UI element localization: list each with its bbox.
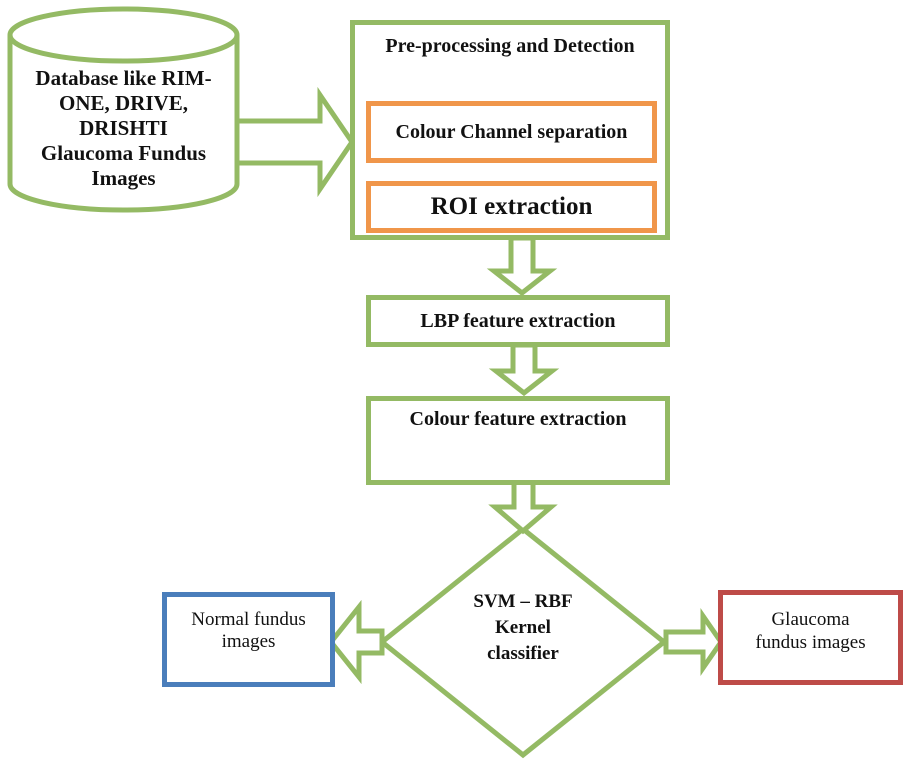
database-cylinder-shape [7, 6, 240, 213]
arrow-database-to-preprocessing [234, 86, 356, 198]
arrow-classifier-to-glaucoma [663, 607, 725, 677]
colour-feature-extraction-label: Colour feature extraction [409, 408, 627, 430]
classifier-label: SVM – RBF Kernel classifier [473, 591, 573, 664]
lbp-feature-extraction-label: LBP feature extraction [420, 309, 616, 332]
arrow-lbp-to-colour-feature [488, 342, 560, 397]
roi-extraction-label: ROI extraction [430, 192, 593, 220]
arrow-classifier-to-normal [327, 599, 385, 685]
glaucoma-fundus-images-box: Glaucoma fundus images [718, 590, 903, 685]
database-label: Database like RIM- ONE, DRIVE, DRISHTI G… [35, 66, 212, 190]
arrow-preprocessing-to-lbp [486, 235, 558, 297]
preprocessing-box: Pre-processing and Detection Colour Chan… [350, 20, 670, 240]
lbp-feature-extraction-box: LBP feature extraction [366, 295, 670, 347]
colour-channel-separation-box: Colour Channel separation [366, 101, 657, 163]
normal-fundus-images-box: Normal fundus images [162, 592, 335, 687]
classifier-diamond-shape [378, 525, 668, 759]
roi-extraction-box: ROI extraction [366, 181, 657, 233]
glaucoma-fundus-images-label: Glaucoma fundus images [755, 609, 866, 653]
arrow-colour-feature-to-classifier [488, 479, 558, 535]
colour-channel-separation-label: Colour Channel separation [395, 120, 628, 143]
normal-fundus-images-label: Normal fundus images [191, 609, 306, 652]
preprocessing-title: Pre-processing and Detection [385, 35, 635, 57]
colour-feature-extraction-box: Colour feature extraction [366, 396, 670, 485]
